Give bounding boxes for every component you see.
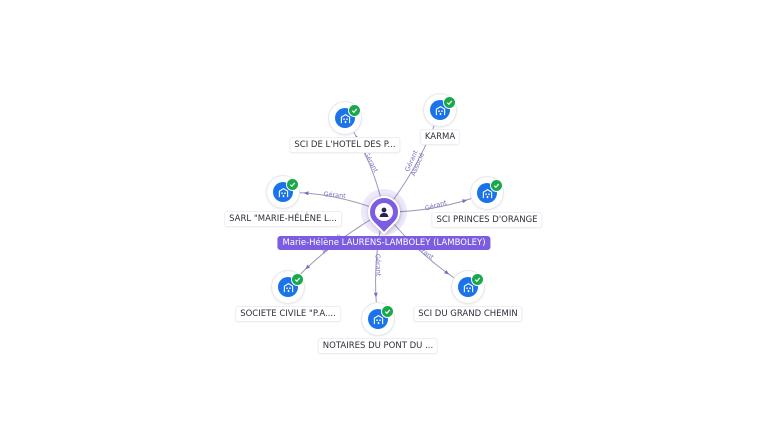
verified-check-icon bbox=[443, 96, 456, 109]
verified-check-icon bbox=[286, 178, 299, 191]
verified-check-icon bbox=[381, 305, 394, 318]
company-label[interactable]: SOCIETE CIVILE "P.A.... bbox=[236, 307, 340, 321]
relation-label: Gérant bbox=[362, 150, 380, 174]
relation-arrow bbox=[305, 264, 311, 270]
verified-check-icon bbox=[490, 179, 503, 192]
verified-check-icon bbox=[291, 273, 304, 286]
relation-arrow bbox=[373, 292, 378, 298]
verified-check-icon bbox=[348, 104, 361, 117]
verified-check-icon bbox=[471, 273, 484, 286]
relation-arrow bbox=[303, 191, 309, 196]
company-label[interactable]: SCI DU GRAND CHEMIN bbox=[414, 307, 522, 321]
relation-arrow bbox=[444, 269, 450, 275]
relation-label: Gérant bbox=[323, 190, 346, 200]
company-label[interactable]: SCI DE L'HOTEL DES P... bbox=[290, 138, 400, 152]
company-label[interactable]: SCI PRINCES D'ORANGE bbox=[432, 213, 542, 227]
company-label[interactable]: NOTAIRES DU PONT DU ... bbox=[318, 339, 438, 353]
company-label[interactable]: KARMA bbox=[420, 130, 460, 144]
person-icon bbox=[375, 203, 393, 221]
relation-arrow bbox=[461, 199, 468, 204]
company-label[interactable]: SARL "MARIE-HÉLÈNE L... bbox=[225, 212, 341, 226]
center-node-label[interactable]: Marie-Hélène LAURENS-LAMBOLEY (LAMBOLEY) bbox=[277, 236, 491, 250]
relation-label: Gérant bbox=[424, 198, 448, 212]
relation-label: Gérant bbox=[373, 254, 382, 277]
